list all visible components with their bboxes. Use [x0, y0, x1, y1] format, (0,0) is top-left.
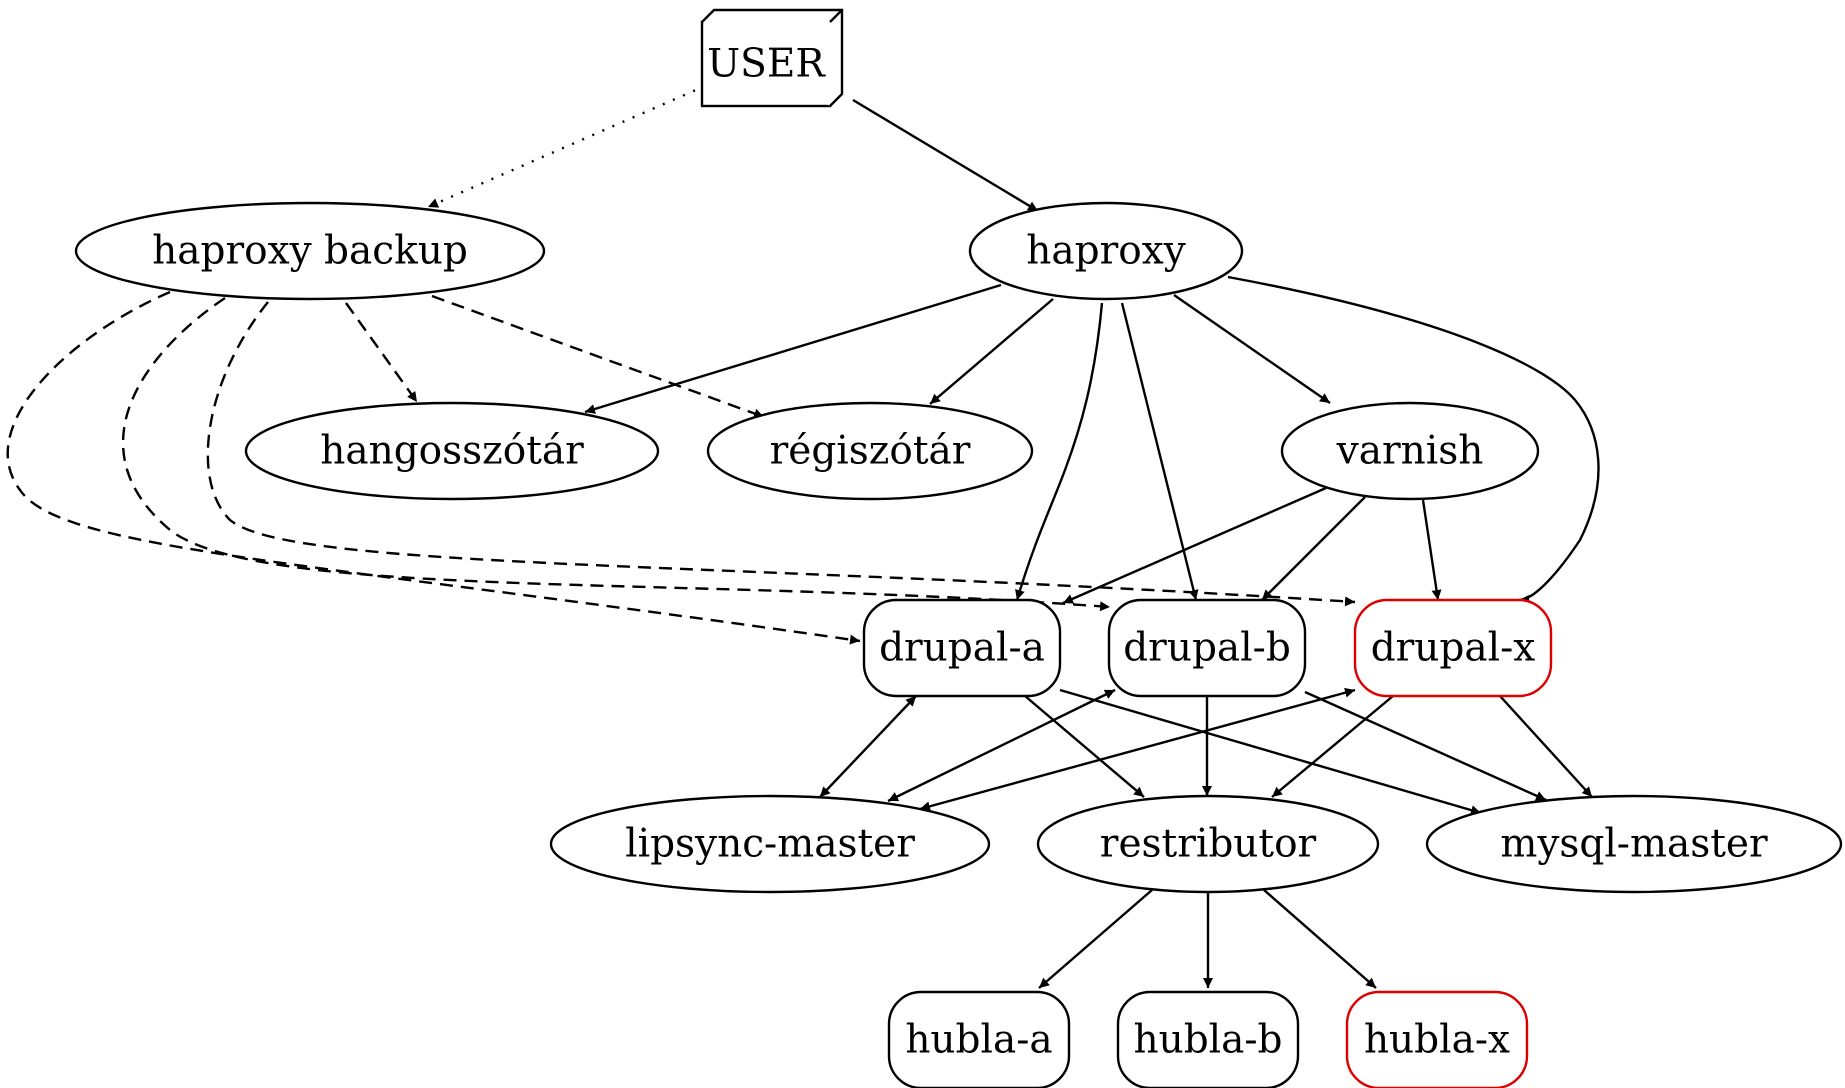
- node-haproxy-backup: haproxy backup: [74, 201, 546, 301]
- node-haproxy: haproxy: [968, 201, 1244, 301]
- edge-drupal-b-to-mysql-master: [1304, 690, 1547, 802]
- edge-user-to-haproxy: [852, 98, 1039, 213]
- node-mysql-master: mysql-master: [1425, 794, 1843, 894]
- node-hangosszotar: hangosszótár: [244, 401, 660, 501]
- edge-drupal-a-to-mysql-master: [1059, 688, 1482, 815]
- node-label: haproxy backup: [152, 229, 468, 274]
- node-shape: [549, 794, 991, 894]
- node-lipsync-master: lipsync-master: [549, 794, 991, 894]
- node-drupal-a: drupal-a: [862, 598, 1062, 698]
- edge-haproxy-to-drupal-b: [1120, 302, 1199, 601]
- nodes-layer: USER haproxy backup haproxy hangosszótár rég…: [74, 8, 1843, 1088]
- edge-haproxy-to-regiszotar: [929, 298, 1054, 405]
- node-regiszotar: régiszótár: [706, 401, 1034, 501]
- node-hubla-a: hubla-a: [887, 990, 1071, 1088]
- node-hubla-b: hubla-b: [1116, 990, 1300, 1088]
- node-label: hubla-a: [905, 1018, 1052, 1063]
- edge-drupal-x-to-restributor: [1271, 695, 1394, 798]
- node-label: haproxy: [1026, 229, 1186, 274]
- node-shape: [1280, 401, 1540, 501]
- node-label: drupal-x: [1371, 626, 1536, 671]
- edge-drupal-b-to-lipsync-master: [887, 688, 1116, 803]
- node-label: restributor: [1100, 822, 1317, 867]
- node-shape: [1353, 598, 1553, 698]
- edge-haproxy-backup-to-regiszotar: [431, 294, 765, 419]
- edges-layer: [6, 84, 1600, 989]
- node-label: lipsync-master: [625, 822, 915, 867]
- node-shape: [1036, 794, 1380, 894]
- edge-haproxy-backup-to-drupal-x: [206, 301, 1356, 607]
- edge-user-to-haproxy-backup: [427, 84, 706, 209]
- node-shape: [74, 201, 546, 301]
- edge-drupal-a-to-lipsync-master: [819, 695, 917, 798]
- node-label: hangosszótár: [320, 429, 584, 474]
- node-shape: [1107, 598, 1307, 698]
- node-restributor: restributor: [1036, 794, 1380, 894]
- edge-drupal-x-to-mysql-master: [1499, 695, 1593, 798]
- node-label: hubla-b: [1133, 1018, 1282, 1063]
- edge-varnish-to-drupal-b: [1261, 496, 1366, 601]
- node-label: varnish: [1336, 429, 1484, 474]
- edge-haproxy-to-drupal-x: [1227, 275, 1600, 605]
- edge-restributor-to-hubla-a: [1038, 889, 1153, 989]
- node-shape: [887, 990, 1071, 1088]
- edge-haproxy-to-varnish: [1173, 294, 1331, 404]
- node-label: drupal-b: [1123, 626, 1291, 671]
- edge-haproxy-backup-to-drupal-a: [6, 290, 861, 645]
- edge-haproxy-to-hangosszotar: [584, 283, 1002, 414]
- edge-restributor-to-hubla-x: [1263, 889, 1377, 989]
- node-user: USER: [700, 8, 844, 108]
- node-label: hubla-x: [1364, 1018, 1510, 1063]
- node-drupal-b: drupal-b: [1107, 598, 1307, 698]
- edge-haproxy-backup-to-hangosszotar: [345, 302, 418, 403]
- node-label: régiszótár: [770, 429, 971, 474]
- node-shape: [968, 201, 1244, 301]
- node-label: mysql-master: [1500, 822, 1768, 867]
- node-shape: [1425, 794, 1843, 894]
- edge-drupal-x-to-lipsync-master: [919, 687, 1356, 812]
- edge-haproxy-backup-to-drupal-b: [121, 297, 1111, 612]
- edge-varnish-to-drupal-a: [1062, 486, 1327, 605]
- node-shape: [1345, 990, 1529, 1088]
- node-drupal-x: drupal-x: [1353, 598, 1553, 698]
- node-hubla-x: hubla-x: [1345, 990, 1529, 1088]
- node-varnish: varnish: [1280, 401, 1540, 501]
- edge-haproxy-to-drupal-a: [1015, 302, 1104, 601]
- node-shape: [244, 401, 660, 501]
- node-shape: [1116, 990, 1300, 1088]
- node-shape-depth: [701, 8, 844, 107]
- node-shape: [862, 598, 1062, 698]
- node-shape: [706, 401, 1034, 501]
- edge-drupal-a-to-restributor: [1024, 695, 1145, 798]
- edge-varnish-to-drupal-x: [1421, 499, 1442, 601]
- node-label: USER: [707, 42, 826, 87]
- node-label: drupal-a: [879, 626, 1045, 671]
